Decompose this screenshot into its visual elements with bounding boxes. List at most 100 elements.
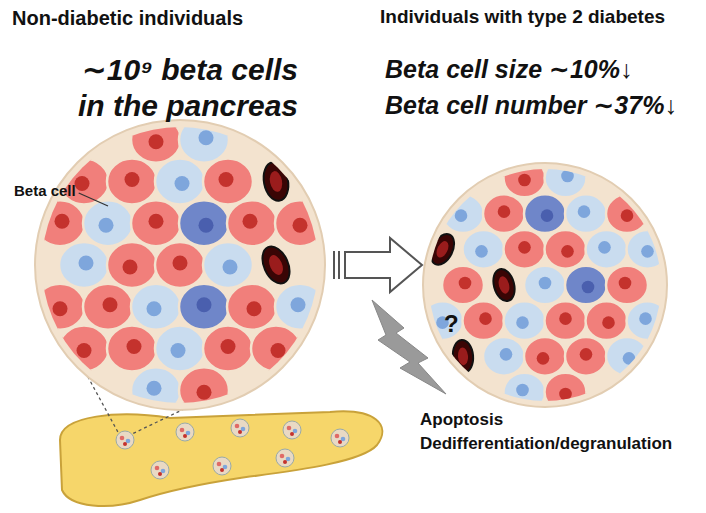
other-cell — [179, 200, 229, 246]
cell-nucleus — [541, 209, 554, 222]
cell-nucleus — [561, 170, 574, 183]
cell-nucleus — [123, 260, 138, 275]
beta-cell — [155, 242, 205, 288]
islet-dot — [220, 468, 224, 472]
beta-cell-group — [35, 117, 325, 414]
beta-cell — [107, 326, 157, 372]
other-cell — [565, 194, 607, 233]
heading: Individuals with type 2 diabetes — [380, 6, 665, 29]
beta-cell — [203, 158, 253, 204]
beta-cell — [203, 326, 253, 372]
other-cell — [275, 284, 325, 330]
part-label: Beta cell — [14, 182, 76, 200]
other-cell — [155, 326, 205, 372]
cell-nucleus — [175, 176, 190, 191]
beta-cell — [463, 301, 505, 340]
islet-dot — [183, 434, 187, 438]
cause-label: Dedifferentiation/degranulation — [420, 434, 672, 454]
cell-nucleus — [475, 245, 488, 258]
cell-nucleus — [602, 316, 615, 329]
cell-nucleus — [641, 245, 654, 258]
cell-nucleus — [271, 343, 286, 358]
other-cell — [83, 200, 133, 246]
other-cell — [524, 194, 566, 233]
islet-small — [283, 421, 301, 439]
beta-cell — [504, 230, 546, 269]
islet-small — [331, 429, 349, 447]
cell-body — [260, 160, 291, 203]
cell-nucleus — [243, 214, 258, 229]
islet-dot — [120, 436, 125, 441]
other-cell — [179, 117, 229, 163]
cell-nucleus — [623, 352, 636, 365]
beta-cell — [524, 337, 566, 376]
cell-nucleus — [537, 352, 550, 365]
beta-cell — [107, 242, 157, 288]
other-cell — [545, 159, 587, 198]
islet-dot — [158, 472, 162, 476]
cell-nucleus — [516, 384, 529, 397]
cell-nucleus — [79, 256, 94, 271]
beta-cell — [107, 158, 157, 204]
change-note: Beta cell size ∼10%↓ — [385, 54, 632, 84]
beta-cell — [227, 200, 277, 246]
pancreas-shape — [60, 411, 382, 506]
cell-nucleus — [516, 316, 529, 329]
beta-cell — [545, 373, 587, 412]
beta-cell — [59, 326, 109, 372]
change-note: Beta cell number ∼37%↓ — [385, 90, 677, 120]
other-cell — [524, 266, 566, 305]
islet-dot — [287, 426, 292, 431]
cell-nucleus — [459, 277, 472, 290]
beta-cell — [606, 194, 648, 233]
cell-nucleus — [53, 301, 68, 316]
cell-body — [490, 267, 518, 304]
cell-nucleus — [559, 388, 572, 401]
cause-label: Apoptosis — [420, 410, 503, 430]
other-cell — [203, 242, 253, 288]
beta-cell — [83, 284, 133, 330]
cell-nucleus — [578, 205, 591, 218]
other-cell — [179, 284, 229, 330]
cell-nucleus — [75, 176, 90, 191]
arrow-tail-line — [338, 251, 340, 279]
cell-nucleus — [197, 297, 212, 312]
islet-dot — [338, 440, 342, 444]
beta-cell — [179, 367, 229, 413]
cell-nucleus — [561, 245, 574, 258]
cell-nucleus — [479, 312, 492, 325]
leader-line — [79, 193, 108, 206]
islet-small — [213, 457, 231, 475]
beta-cell — [251, 326, 301, 372]
cell-nucleus — [147, 381, 162, 396]
other-cell — [422, 301, 464, 340]
other-cell — [504, 301, 546, 340]
islet-small — [231, 419, 249, 437]
cell-nucleus — [497, 275, 511, 295]
beta-cell — [442, 266, 484, 305]
other-cell — [627, 230, 669, 269]
degranulated-cell — [452, 339, 475, 373]
cell-nucleus — [55, 214, 70, 229]
beta-cell — [131, 200, 181, 246]
cell-nucleus — [621, 209, 634, 222]
cell-nucleus — [266, 253, 286, 277]
degranulated-cell — [260, 160, 291, 203]
cell-nucleus — [580, 348, 593, 361]
islet-normal — [35, 120, 325, 410]
other-cell — [504, 373, 546, 412]
beta-cell — [545, 301, 587, 340]
other-cell — [565, 266, 607, 305]
cell-nucleus — [77, 343, 92, 358]
cell-nucleus — [518, 174, 531, 187]
islet-dot — [217, 462, 222, 467]
beta-cell — [35, 284, 85, 330]
islet-diabetic — [423, 163, 667, 407]
arrow-tail-line — [333, 251, 335, 279]
other-cell — [131, 367, 181, 413]
islet-small — [276, 449, 294, 467]
cell-nucleus — [291, 297, 306, 312]
beta-cell — [227, 284, 277, 330]
cell-nucleus — [434, 239, 451, 259]
